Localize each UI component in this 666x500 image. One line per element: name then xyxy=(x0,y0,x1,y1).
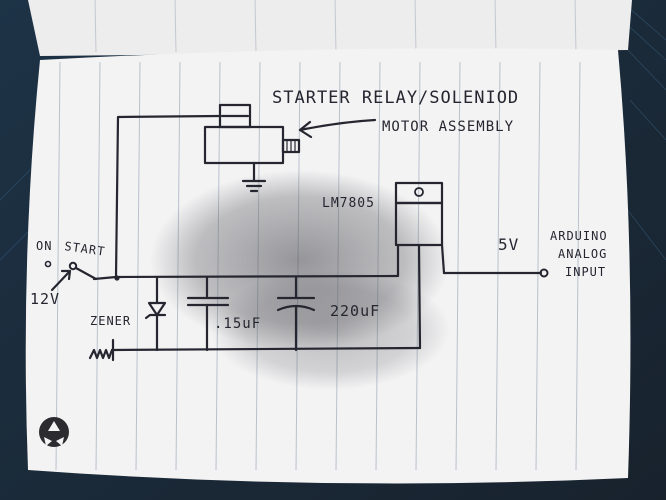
motor-shaft-gear-icon xyxy=(286,140,296,152)
ruled-line xyxy=(55,61,61,471)
zener-label: ZENER xyxy=(90,314,131,328)
ruled-line xyxy=(535,61,541,471)
title-line-1: STARTER RELAY/SOLENIOD xyxy=(272,88,519,108)
ground-rail xyxy=(110,346,422,352)
arduino-label-line-3: INPUT xyxy=(565,265,606,279)
ruled-line xyxy=(575,61,581,471)
junction-dot xyxy=(114,275,120,281)
arduino-label-line-2: ANALOG xyxy=(558,247,607,261)
title-line-2: MOTOR ASSEMBLY xyxy=(382,119,514,135)
switch-12v-arrow xyxy=(50,269,72,292)
previous-page-lines xyxy=(94,0,577,53)
previous-page xyxy=(28,0,632,56)
zener-diode xyxy=(144,276,167,352)
capacitor-small xyxy=(186,276,230,352)
arduino-label-line-1: ARDUINO xyxy=(550,229,608,243)
capacitor-large xyxy=(276,276,316,352)
ruled-line xyxy=(95,61,101,471)
switch-start-label: START xyxy=(64,239,107,259)
lm7805-regulator xyxy=(394,181,446,350)
switch-lever xyxy=(74,266,98,281)
recycle-logo-icon xyxy=(39,417,69,447)
ignition-switch xyxy=(44,260,98,292)
solenoid-feed-wire xyxy=(114,114,222,279)
ruled-line xyxy=(135,61,141,471)
ground-symbol-icon xyxy=(241,161,267,193)
input-voltage-label: 12V xyxy=(30,290,60,308)
hand-shadow-lower xyxy=(210,270,450,390)
small-cap-label: .15uF xyxy=(214,316,261,332)
ruled-line xyxy=(495,61,501,471)
switch-on-label: ON xyxy=(36,239,52,253)
ruled-line xyxy=(455,61,461,471)
output-voltage-label: 5V xyxy=(498,235,519,254)
large-cap-label: 220uF xyxy=(330,302,380,320)
regulator-label: LM7805 xyxy=(322,196,375,211)
switch-start-contact xyxy=(68,261,78,271)
ground-rail-wiggle xyxy=(88,348,114,360)
starter-solenoid xyxy=(203,103,301,165)
pointer-arrow-icon xyxy=(298,118,377,139)
arduino-terminal xyxy=(539,268,549,278)
switch-on-contact xyxy=(44,260,52,268)
regulator-mounting-hole xyxy=(414,187,424,197)
